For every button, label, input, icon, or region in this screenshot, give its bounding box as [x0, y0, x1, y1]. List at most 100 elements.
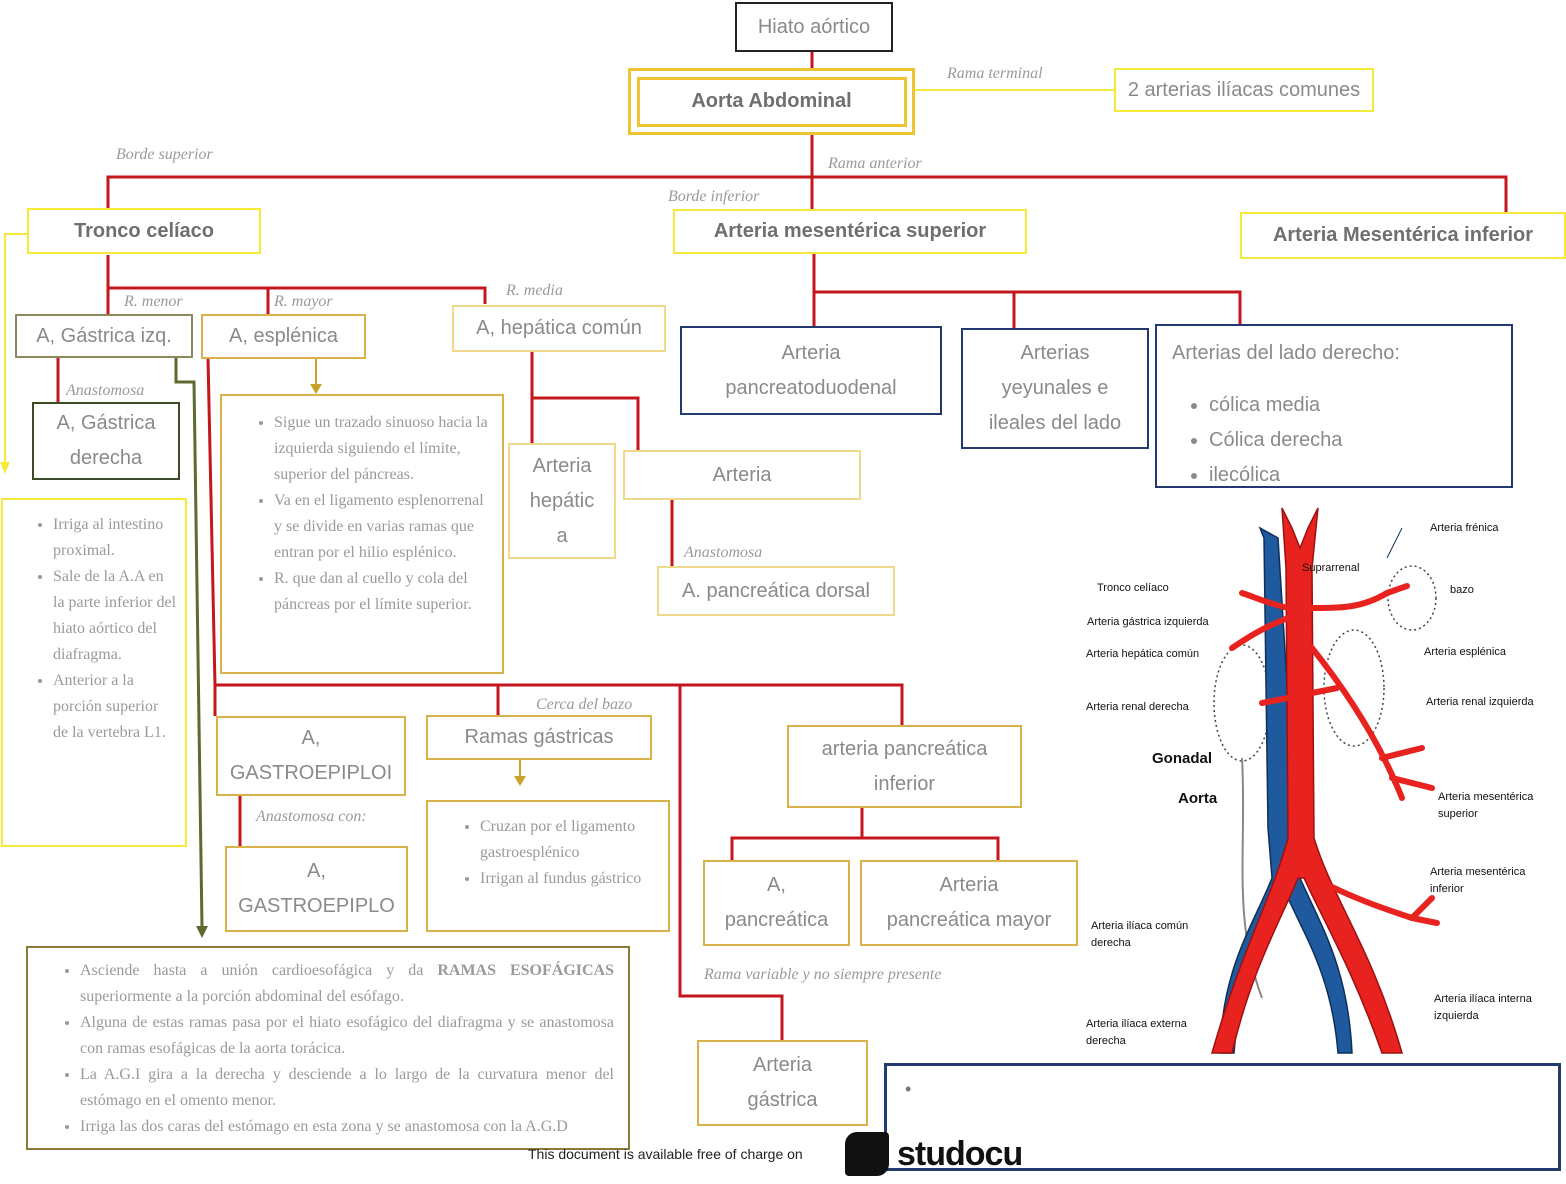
- note-text: superiormente a la porción abdominal del…: [80, 988, 404, 1005]
- anat-label: Arteria hepática común: [1086, 648, 1200, 660]
- label-r-mayor: R. mayor: [274, 293, 333, 310]
- node-mesenterica-inferior: Arteria Mesentérica inferior: [1240, 212, 1566, 259]
- note-item: Anterior a la porción superior de la ver…: [53, 668, 177, 746]
- anat-label-line: inferior: [1430, 883, 1464, 895]
- node-label-line3: ileales del lado: [988, 412, 1122, 434]
- anat-label: Arteria frénica: [1430, 522, 1499, 534]
- anat-label-line: Arteria mesentérica: [1430, 866, 1526, 878]
- anat-label-line: Arteria ilíaca común: [1091, 920, 1189, 932]
- node-gastroepiplo: A, GASTROEPIPLO: [225, 846, 408, 932]
- node-label: Arteria: [712, 463, 772, 486]
- node-label: Tronco celíaco: [73, 219, 215, 242]
- node-label: Arteria mesentérica superior: [713, 220, 987, 242]
- note-item: Irrigan al fundus gástrico: [480, 866, 656, 892]
- anat-label: Suprarrenal: [1302, 562, 1360, 574]
- anat-label: Arteria mesentérica inferior: [1430, 864, 1525, 898]
- anat-label-line: Arteria mesentérica: [1438, 791, 1534, 803]
- node-arteria: Arteria: [623, 450, 861, 500]
- bullet: •: [905, 1079, 912, 1099]
- node-label-line2: GASTROEPIPLO: [238, 895, 395, 917]
- node-label-line1: Arterias: [1020, 342, 1090, 364]
- node-label-line1: A,: [307, 860, 326, 882]
- node-tronco-celiaco: Tronco celíaco: [27, 208, 261, 254]
- node-label: Arteria Mesentérica inferior: [1272, 224, 1534, 246]
- node-label-line1: A,: [767, 874, 786, 896]
- node-label-line1: Arteria: [753, 1054, 812, 1076]
- studocu-logo-icon: [845, 1132, 889, 1176]
- label-borde-superior: Borde superior: [116, 146, 213, 163]
- note-item: Cruzan por el ligamento gastroesplénico: [480, 814, 656, 866]
- node-pancreatica-inferior: arteria pancreática inferior: [787, 725, 1022, 808]
- node-label-line2: GASTROEPIPLOI: [229, 762, 393, 784]
- note-tronco-celiaco: Irriga al intestino proximal. Sale de la…: [1, 498, 187, 847]
- footer-text: This document is available free of charg…: [528, 1146, 803, 1162]
- node-pancreatica-dorsal: A. pancreática dorsal: [657, 566, 895, 616]
- node-aorta-abdominal: Aorta Abdominal: [636, 76, 907, 127]
- studocu-logo[interactable]: studocu: [845, 1132, 1023, 1176]
- label-r-menor: R. menor: [124, 293, 183, 310]
- label-rama-terminal: Rama terminal: [947, 65, 1043, 82]
- node-label-line2: pancreática mayor: [886, 909, 1052, 931]
- node-label-line2: pancreática: [724, 909, 829, 931]
- node-label: A, esplénica: [229, 325, 338, 347]
- node-hiato-aortico: Hiato aórtico: [735, 2, 893, 52]
- note-item: R. que dan al cuello y cola del páncreas…: [274, 566, 490, 618]
- label-rama-variable: Rama variable y no siempre presente: [704, 966, 942, 983]
- node-label-line2: hepátic: [529, 489, 595, 512]
- note-item: Asciende hasta a unión cardioesofágica y…: [80, 958, 614, 1010]
- node-label-line1: Arteria: [939, 874, 999, 896]
- anat-label: Gonadal: [1152, 750, 1213, 767]
- node-label-line1: arteria pancreática: [821, 737, 988, 760]
- node-label: 2 arterias ilíacas comunes: [1127, 78, 1361, 101]
- label-r-media: R. media: [506, 282, 563, 299]
- note-item: Irriga las dos caras del estómago en est…: [80, 1114, 614, 1140]
- note-gastrica-izquierda: Asciende hasta a unión cardioesofágica y…: [26, 946, 630, 1150]
- node-gastrica-izquierda: A, Gástrica izq.: [15, 314, 193, 358]
- note-bold-text: RAMAS ESOFÁGICAS: [437, 962, 614, 979]
- note-item: Sale de la A.A en la parte inferior del …: [53, 564, 177, 668]
- node-label: Aorta Abdominal: [691, 90, 852, 112]
- list-title: Arterias del lado derecho:: [1172, 342, 1400, 364]
- node-hepatica-comun: A, hepática común: [452, 305, 666, 352]
- anat-label-line: Arteria ilíaca externa: [1086, 1018, 1187, 1030]
- anat-label-line: Arteria ilíaca interna: [1434, 993, 1532, 1005]
- node-label-line1: Arteria: [781, 341, 841, 364]
- note-ramas-gastricas: Cruzan por el ligamento gastroesplénico …: [426, 800, 670, 932]
- node-label: A, Gástrica izq.: [36, 324, 172, 347]
- node-gastrica-derecha: A, Gástrica derecha: [32, 402, 180, 480]
- spleen: [1387, 565, 1437, 631]
- node-label-line2: pancreatoduodenal: [725, 376, 897, 399]
- list-item: Cólica derecha: [1209, 423, 1342, 458]
- node-arteria-hepatica: Arteria hepátic a: [508, 443, 616, 559]
- node-label: Ramas gástricas: [464, 726, 614, 748]
- node-label: Hiato aórtico: [757, 15, 871, 38]
- node-arterias-iliacas: 2 arterias ilíacas comunes: [1114, 68, 1374, 112]
- node-label-line2: inferior: [873, 772, 936, 795]
- note-item: Va en el ligamento esplenorrenal y se di…: [274, 488, 490, 566]
- node-yeyunales-ileales: Arterias yeyunales e ileales del lado: [961, 328, 1149, 449]
- note-text: Asciende hasta a unión cardioesofágica y…: [80, 962, 438, 979]
- anat-label: Arteria renal izquierda: [1426, 696, 1534, 708]
- label-anastomosa: Anastomosa: [66, 382, 145, 399]
- node-arterias-lado-derecho: Arterias del lado derecho: cólica media …: [1155, 324, 1513, 488]
- node-pancreatoduodenal: Arteria pancreatoduodenal: [680, 326, 942, 415]
- node-label-line1: Arteria: [532, 454, 592, 477]
- list-item: cólica media: [1209, 388, 1342, 423]
- list-items: cólica media Cólica derecha ilecólica: [1169, 388, 1342, 493]
- anat-label: Tronco celíaco: [1097, 582, 1169, 594]
- anat-label: Arteria renal derecha: [1086, 701, 1189, 713]
- anat-label: Arteria mesentérica superior: [1438, 789, 1533, 823]
- node-pancreatica: A, pancreática: [703, 860, 850, 946]
- node-label-line2: gástrica: [747, 1089, 818, 1111]
- anat-label-line: superior: [1438, 808, 1478, 820]
- label-borde-inferior: Borde inferior: [668, 188, 760, 205]
- node-label-line2: derecha: [69, 447, 143, 469]
- label-anastomosa-con: Anastomosa con:: [256, 808, 367, 825]
- note-esplenica: Sigue un trazado sinuoso hacia la izquie…: [220, 394, 504, 674]
- anat-label: Aorta: [1178, 790, 1218, 807]
- node-label-line3: a: [556, 524, 568, 547]
- aorta-shape: [1211, 507, 1403, 1054]
